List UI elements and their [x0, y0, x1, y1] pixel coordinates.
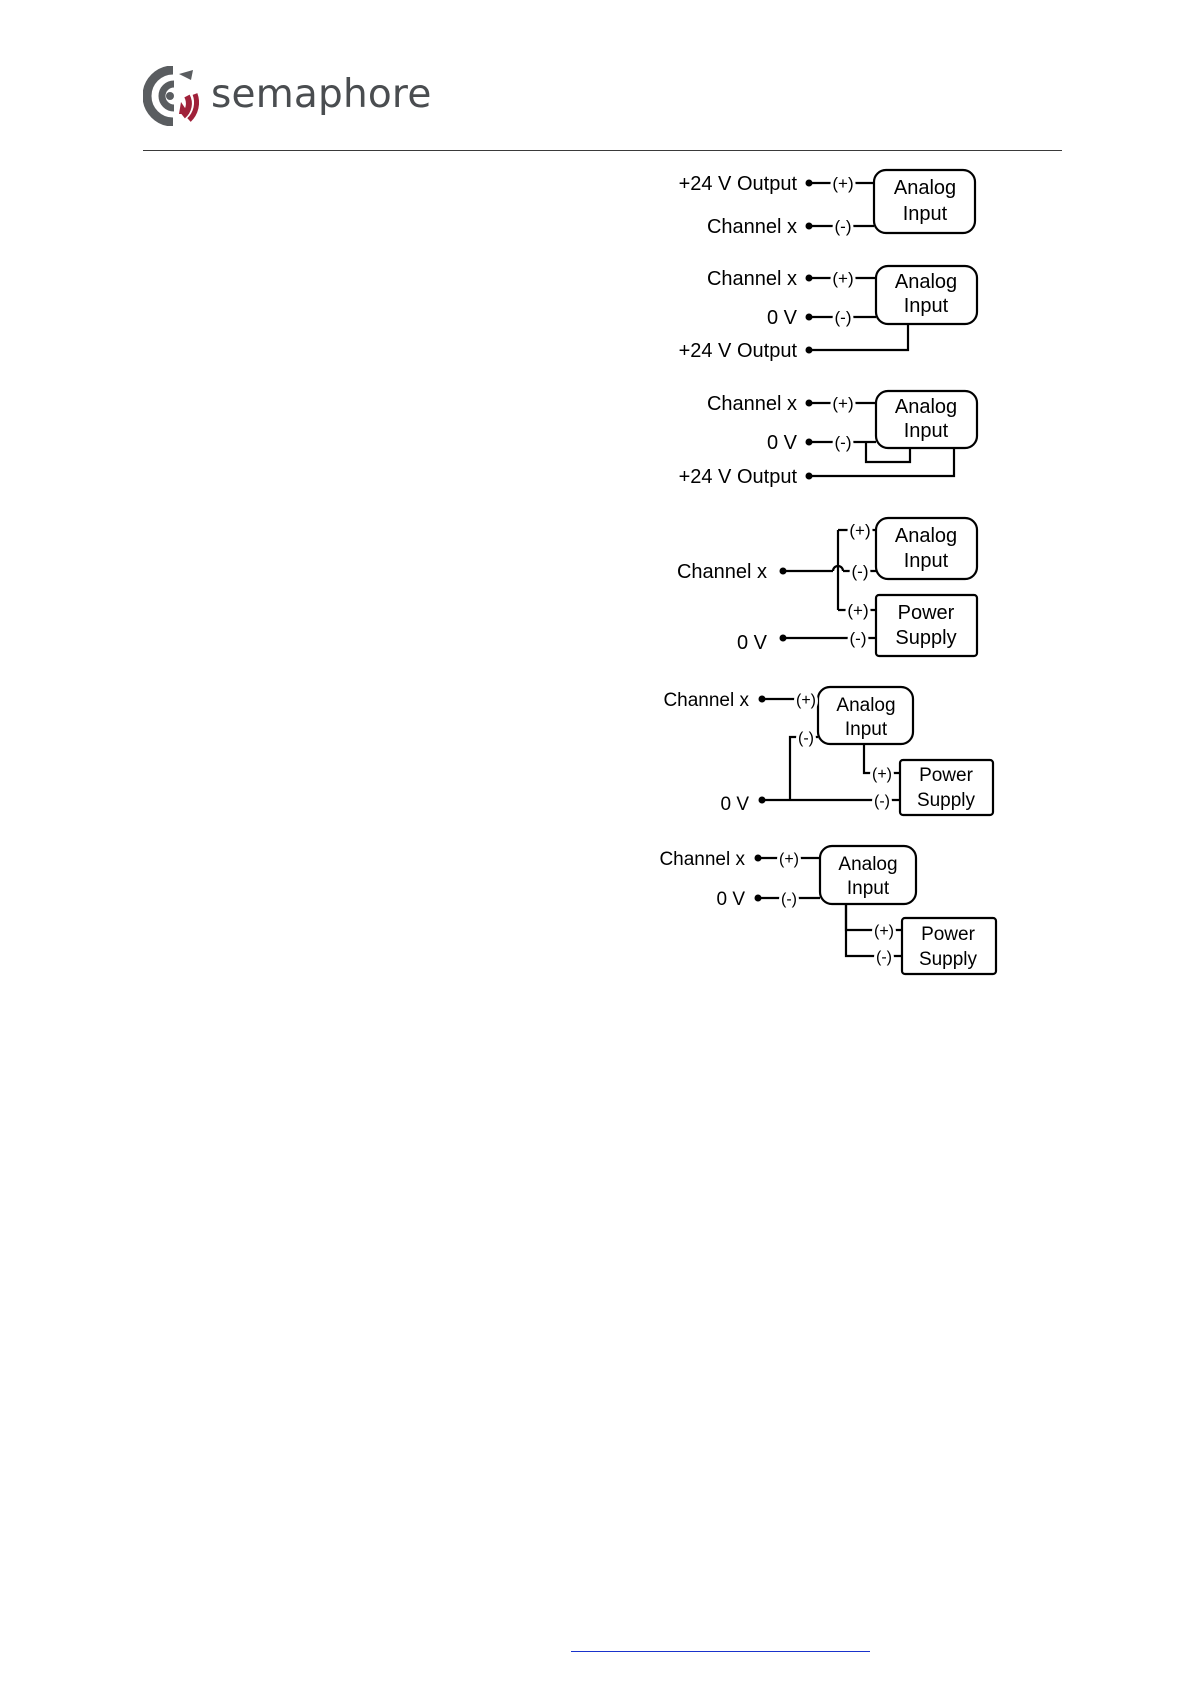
device-label: Analog: [894, 177, 956, 199]
analog-input-box: [874, 516, 979, 581]
device-label: Supply: [895, 627, 956, 649]
terminal-label: Channel x: [707, 268, 797, 290]
analog-input-box: [818, 844, 918, 906]
wiring-diagram-3: Channel x 0 V +24 V Output (+) (-) Analo…: [679, 389, 979, 488]
device-label: Input: [847, 878, 890, 899]
power-supply-box: [898, 758, 995, 817]
analog-input-box: [816, 685, 915, 746]
pin-label: (-): [798, 730, 814, 747]
header-divider: [143, 150, 1062, 151]
footer-link[interactable]: [571, 1651, 870, 1652]
terminal-label: Channel x: [677, 561, 767, 583]
device-label: Input: [904, 550, 949, 572]
device-label: Supply: [917, 790, 976, 811]
device-label: Input: [904, 420, 949, 442]
wiring-diagram-2: Channel x 0 V +24 V Output (+) (-) Analo…: [679, 264, 979, 362]
terminal-label: 0 V: [737, 632, 768, 654]
device-label: Input: [903, 203, 948, 225]
device-label: Analog: [836, 695, 895, 716]
terminal-label: +24 V Output: [679, 340, 798, 362]
device-label: Analog: [838, 854, 897, 875]
device-label: Power: [921, 924, 976, 945]
device-label: Input: [904, 295, 949, 317]
terminal-label: Channel x: [659, 849, 745, 870]
terminal-label: 0 V: [767, 432, 798, 454]
pin-label: (+): [796, 692, 816, 709]
terminal-label: 0 V: [767, 307, 798, 329]
terminal-label: Channel x: [707, 216, 797, 238]
analog-input-box: [874, 389, 979, 450]
terminal-label: 0 V: [716, 889, 745, 910]
pin-label: (+): [874, 923, 894, 940]
terminal-label: +24 V Output: [679, 173, 798, 195]
wiring-diagram-1: +24 V Output Channel x (+) (-) Analog In…: [679, 168, 977, 239]
power-supply-box: [900, 916, 998, 976]
analog-input-box: [872, 168, 977, 235]
pin-label: (-): [850, 629, 867, 648]
wiring-diagram-5: Channel x 0 V (+) (-) (+) (-) Analog Inp…: [663, 685, 995, 817]
device-label: Supply: [919, 949, 978, 970]
brand-wordmark: semaphore: [211, 72, 432, 117]
pin-label: (+): [847, 601, 868, 620]
terminal-label: +24 V Output: [679, 466, 798, 488]
terminal-label: 0 V: [720, 794, 749, 815]
pin-label: (-): [835, 433, 852, 452]
device-label: Analog: [895, 271, 957, 293]
pin-label: (-): [835, 217, 852, 236]
analog-input-box: [874, 264, 979, 326]
semaphore-logo-icon: [142, 65, 200, 127]
power-supply-box: [874, 593, 979, 658]
wiring-diagram-6: Channel x 0 V (+) (-) (+) (-) Analog Inp…: [659, 844, 998, 976]
terminal-label: Channel x: [663, 690, 749, 711]
pin-label: (+): [849, 521, 870, 540]
device-label: Input: [845, 719, 888, 740]
pin-label: (+): [832, 394, 853, 413]
pin-label: (-): [781, 891, 797, 908]
wiring-diagram-4: Channel x 0 V (+) (-) (+) (-) Analog Inp…: [677, 516, 979, 658]
pin-label: (-): [876, 949, 892, 966]
pin-label: (-): [852, 562, 869, 581]
pin-label: (+): [779, 851, 799, 868]
brand-logo: semaphore: [142, 65, 431, 127]
pin-label: (+): [832, 269, 853, 288]
pin-label: (-): [874, 793, 890, 810]
pin-label: (+): [832, 174, 853, 193]
device-label: Analog: [895, 396, 957, 418]
device-label: Power: [919, 765, 974, 786]
terminal-label: Channel x: [707, 393, 797, 415]
device-label: Power: [898, 602, 955, 624]
pin-label: (+): [872, 766, 892, 783]
pin-label: (-): [835, 308, 852, 327]
device-label: Analog: [895, 525, 957, 547]
